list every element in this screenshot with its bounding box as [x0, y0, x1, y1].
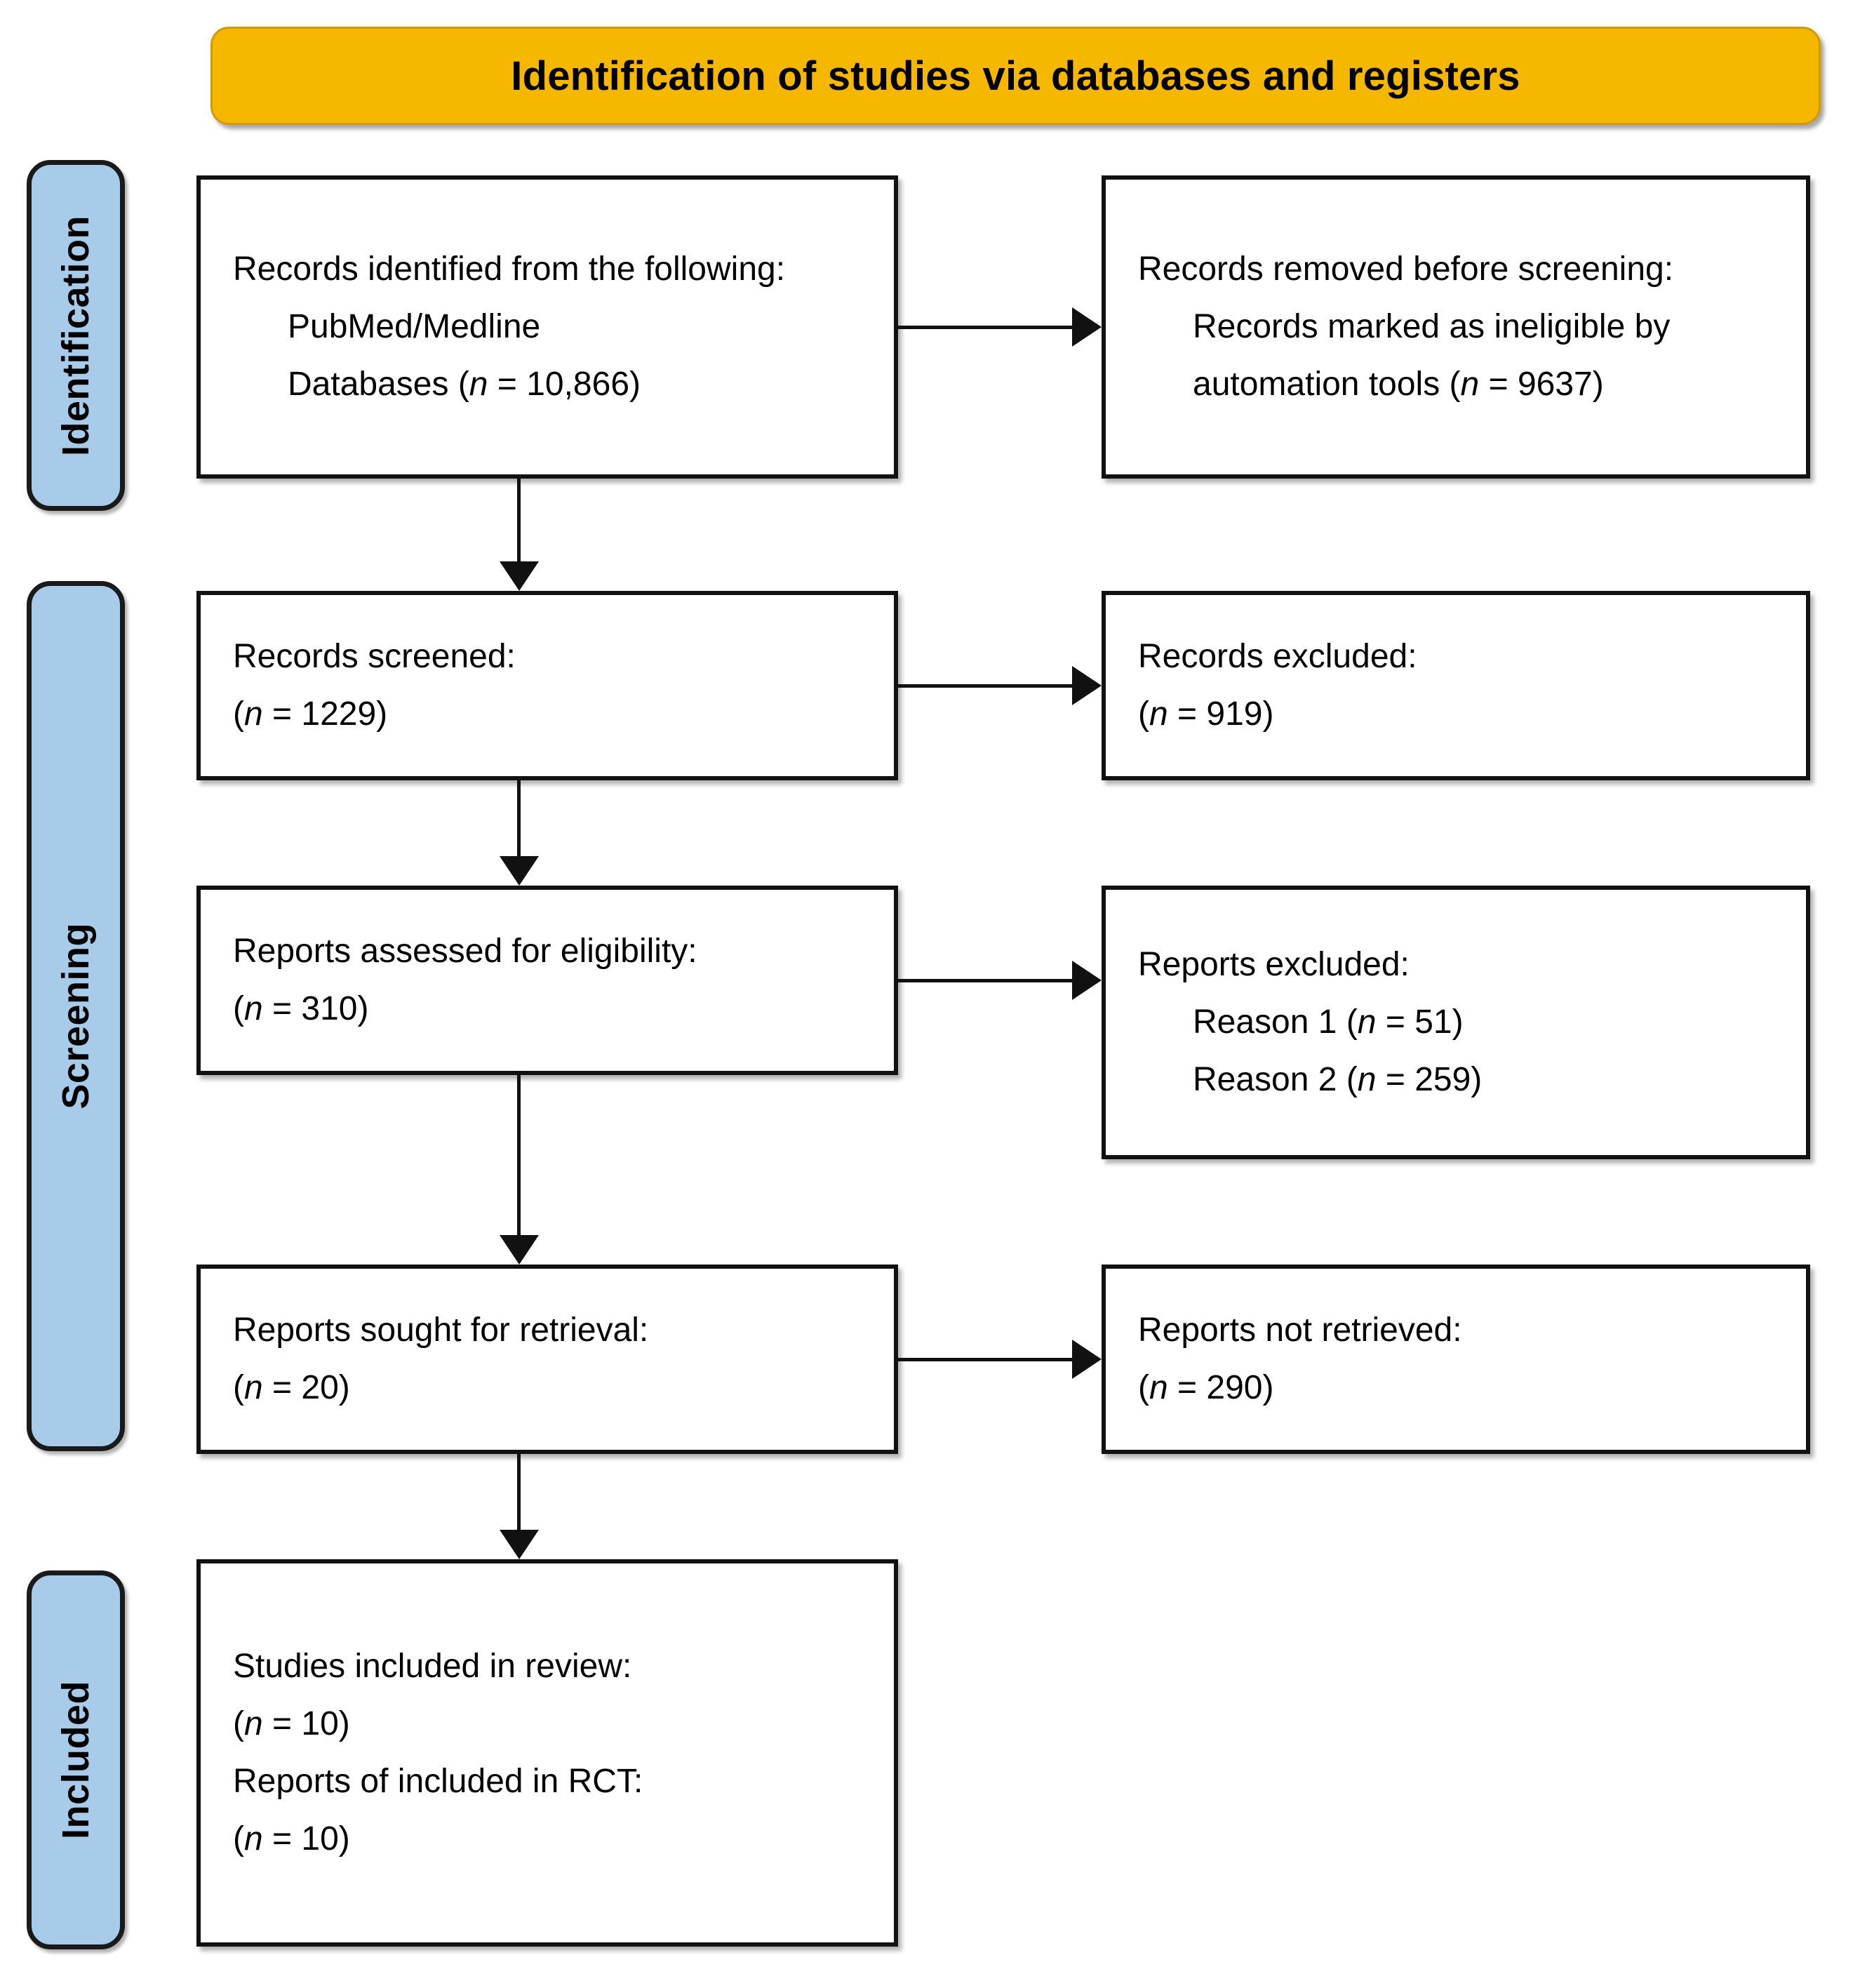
box-reports-excluded-reason-1: Reason 1 (n = 51): [1193, 1003, 1464, 1041]
header-banner: Identification of studies via databases …: [210, 27, 1821, 125]
stage-label-screening: Screening: [27, 581, 125, 1451]
box-reports-assessed-count: (n = 310): [233, 990, 369, 1027]
stage-label-included: Included: [27, 1570, 125, 1949]
box-reports-sought-title: Reports sought for retrieval:: [233, 1312, 649, 1349]
box-reports-sought-count: (n = 20): [233, 1369, 350, 1406]
box-reports-not-retrieved-title: Reports not retrieved:: [1138, 1312, 1462, 1349]
box-records-excluded-count: (n = 919): [1138, 695, 1274, 733]
box-records-screened-title: Records screened:: [233, 638, 516, 675]
box-records-screened: Records screened: (n = 1229): [196, 591, 898, 780]
box-reports-excluded: Reports excluded: Reason 1 (n = 51) Reas…: [1102, 886, 1810, 1159]
box-reports-assessed-title: Reports assessed for eligibility:: [233, 933, 697, 970]
box-records-removed-title: Records removed before screening:: [1138, 251, 1674, 288]
box-reports-assessed: Reports assessed for eligibility: (n = 3…: [196, 886, 898, 1075]
box-records-removed-reason: Records marked as ineligible by: [1193, 308, 1671, 345]
stage-label-screening-text: Screening: [55, 923, 97, 1109]
box-records-excluded: Records excluded: (n = 919): [1102, 591, 1810, 780]
stage-label-included-text: Included: [55, 1680, 97, 1839]
box-reports-sought: Reports sought for retrieval: (n = 20): [196, 1265, 898, 1454]
box-studies-included-subtitle: Reports of included in RCT:: [233, 1763, 643, 1800]
stage-label-identification-text: Identification: [55, 215, 97, 456]
box-studies-included-title: Studies included in review:: [233, 1648, 632, 1685]
box-records-excluded-title: Records excluded:: [1138, 638, 1417, 675]
stage-label-identification: Identification: [27, 160, 125, 511]
page-title: Identification of studies via databases …: [511, 53, 1520, 99]
box-reports-not-retrieved-count: (n = 290): [1138, 1369, 1274, 1406]
box-studies-included-rct-count: (n = 10): [233, 1820, 350, 1857]
box-records-screened-count: (n = 1229): [233, 695, 388, 733]
box-records-identified: Records identified from the following: P…: [196, 175, 898, 479]
box-studies-included-count: (n = 10): [233, 1705, 350, 1742]
box-records-identified-count: Databases (n = 10,866): [288, 366, 641, 403]
box-reports-excluded-title: Reports excluded:: [1138, 946, 1410, 983]
box-reports-excluded-reason-2: Reason 2 (n = 259): [1193, 1061, 1483, 1098]
box-reports-not-retrieved: Reports not retrieved: (n = 290): [1102, 1265, 1810, 1454]
box-records-removed: Records removed before screening: Record…: [1102, 175, 1810, 479]
box-records-identified-source: PubMed/Medline: [288, 308, 541, 345]
box-studies-included: Studies included in review: (n = 10) Rep…: [196, 1559, 898, 1947]
box-records-identified-title: Records identified from the following:: [233, 251, 786, 288]
box-records-removed-count: automation tools (n = 9637): [1193, 366, 1604, 403]
